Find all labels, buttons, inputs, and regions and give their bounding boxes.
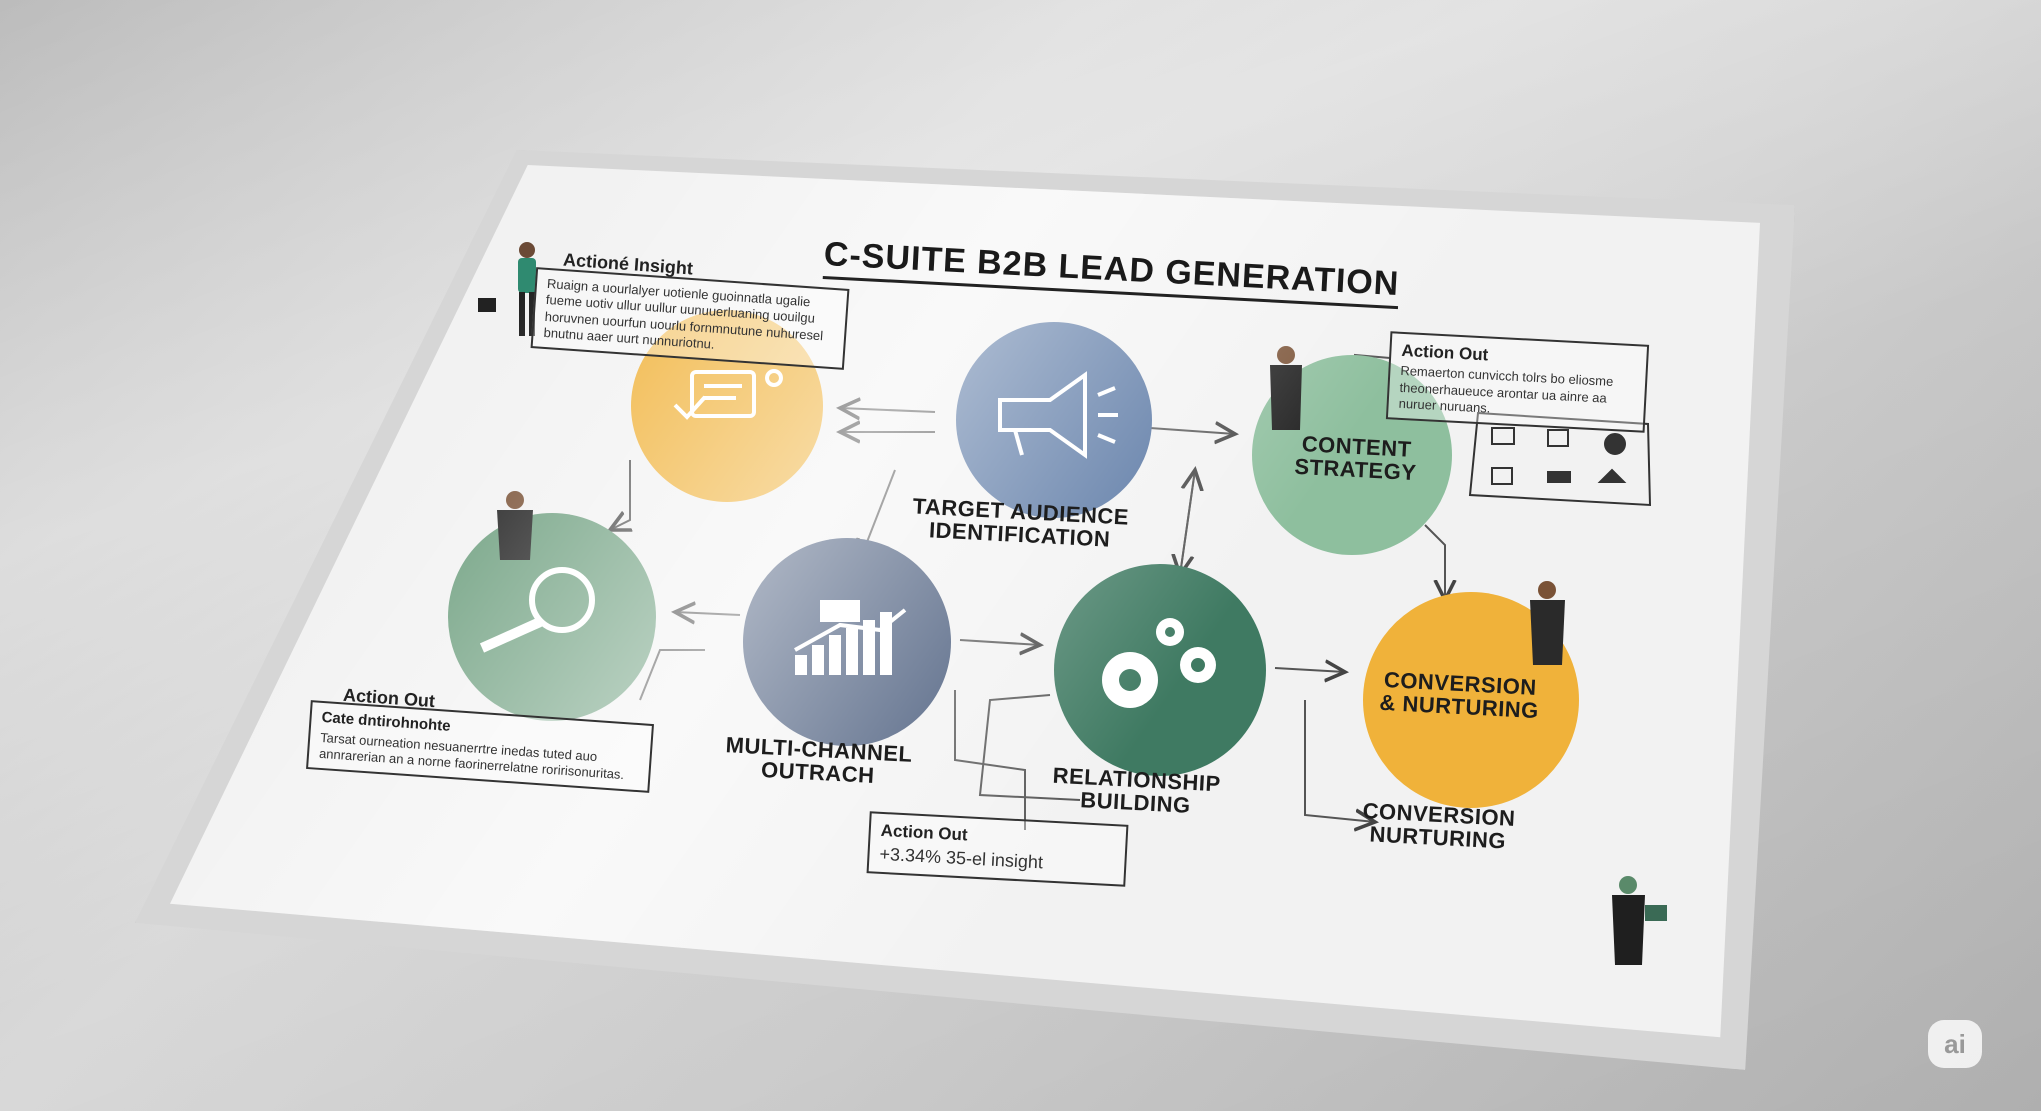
conversion-caption-label: CONVERSION NURTURING [1361, 798, 1516, 854]
arrow-outreach-to-research [675, 612, 741, 615]
person-icon-man-4 [1612, 876, 1667, 965]
arrow-outreach-to-relationship [959, 640, 1040, 645]
content-strategy-label: CONTENT STRATEGY [1294, 431, 1418, 485]
arrow-content-to-conversion [1424, 524, 1445, 600]
relationship-building-label: RELATIONSHIP BUILDING [1051, 763, 1221, 819]
callout-top-right-body: Remaerton cunvicch tolrs bo eliosme theo… [1398, 363, 1614, 416]
person-icon-man-2 [1270, 346, 1302, 430]
target-node-circle [956, 322, 1152, 518]
multi-channel-label: MULTI-CHANNEL OUTRACH [724, 732, 913, 789]
callout-top-right: Action Out Remaerton cunvicch tolrs bo e… [1385, 331, 1650, 433]
person-icon-woman [478, 242, 536, 336]
leader-bottom-center [954, 690, 1026, 830]
ai-badge: ai [1928, 1020, 1982, 1068]
relationship-node-circle [1054, 564, 1266, 776]
leader-bottom-left [639, 649, 705, 701]
research-node-circle [448, 513, 656, 721]
conversion-nurturing-label: CONVERSION & NURTURING [1379, 667, 1541, 723]
arrow-target-to-insight [840, 408, 936, 412]
arrow-insight-to-research [610, 460, 630, 530]
person-icon-man-3 [1530, 581, 1565, 665]
person-icon-man-1 [497, 491, 533, 560]
arrow-target-to-content [1149, 428, 1235, 434]
callout-top-left-body: Ruaign a uourlalyer uotienle guoinnatla … [543, 275, 824, 352]
arrow-relationship-to-content [1179, 470, 1195, 576]
arrow-relationship-to-conversion [1274, 668, 1345, 672]
